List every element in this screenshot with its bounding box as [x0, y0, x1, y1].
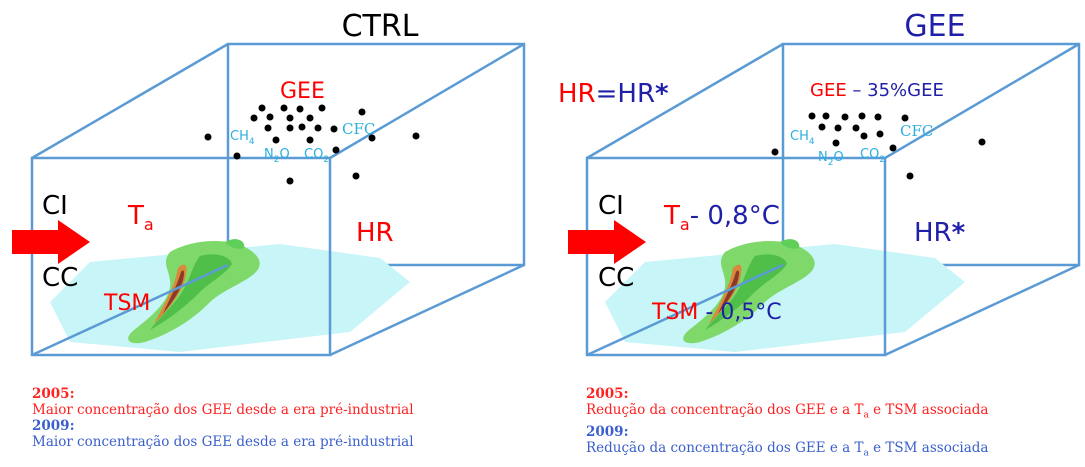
gee-reduction-label: GEE – 35%GEE [810, 80, 944, 101]
year-2009: 2009: [586, 423, 629, 440]
hr-label: HR [356, 218, 394, 248]
ci-label: CI [42, 191, 68, 221]
cfc-label: CFC [342, 120, 375, 138]
gas-molecules [204, 104, 420, 185]
tsm-delta-label: TSM - 0,5°C [651, 300, 782, 325]
note-2009: Maior concentração dos GEE desde a era p… [32, 434, 414, 450]
hr-equality: HR=HR* [558, 79, 669, 109]
notes-left: 2005: Maior concentração dos GEE desde a… [32, 386, 414, 450]
incoming-arrow [568, 220, 646, 264]
ta-label: Ta [127, 201, 154, 234]
year-2005: 2005: [32, 386, 75, 402]
notes-right: 2005: Redução da concentração dos GEE e … [586, 386, 988, 461]
n2o-label: N2O [818, 150, 844, 168]
co2-label: CO2 [860, 147, 885, 165]
gee-label: GEE [280, 79, 325, 104]
box-frame [585, 42, 1080, 357]
n2o-label: N2O [264, 147, 290, 165]
panel-title: GEE [904, 9, 965, 44]
cfc-label: CFC [900, 122, 933, 140]
year-2009: 2009: [32, 418, 75, 434]
incoming-arrow [12, 220, 90, 264]
south-america-map [605, 239, 965, 352]
ci-label: CI [598, 191, 624, 221]
gas-molecules [771, 112, 986, 180]
left-panel: CTRL GEE CH4 N2O CO2 CFC CI CC Ta HR TSM [12, 9, 526, 357]
note-2005: Maior concentração dos GEE desde a era p… [32, 402, 414, 418]
panel-title: CTRL [342, 9, 419, 44]
note-2005: Redução da concentração dos GEE e a Ta e… [586, 402, 989, 421]
cc-label: CC [42, 263, 78, 293]
hr-star-label: HR* [914, 218, 966, 248]
co2-label: CO2 [304, 147, 329, 165]
right-panel: GEE HR=HR* GEE – 35%GEE CH4 N2O CO2 CFC … [558, 9, 1081, 357]
year-2005: 2005: [586, 386, 629, 402]
ch4-label: CH4 [790, 129, 815, 147]
box-frame [30, 42, 525, 357]
ta-delta-label: Ta- 0,8°C [663, 201, 780, 234]
note-2009: Redução da concentração dos GEE e a Ta e… [586, 439, 989, 459]
ch4-label: CH4 [230, 129, 255, 147]
cc-label: CC [598, 263, 634, 293]
tsm-label: TSM [103, 291, 150, 316]
